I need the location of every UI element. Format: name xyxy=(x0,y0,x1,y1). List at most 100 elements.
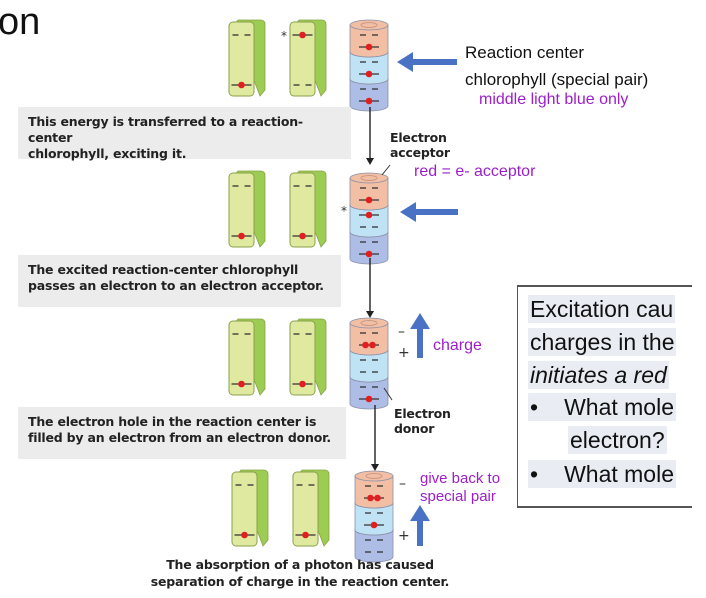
electron-acceptor-disc-top xyxy=(354,470,394,482)
slide-text-box: Excitation cau charges in the initiates … xyxy=(517,285,706,507)
cylinder-top-hole xyxy=(360,22,378,28)
electron-dot xyxy=(367,494,374,502)
antenna-chlorophyll xyxy=(231,471,258,547)
red-acceptor-annotation: red = e- acceptor xyxy=(414,163,536,180)
blue-arrow-up-icon xyxy=(410,505,430,521)
electron-dot xyxy=(369,341,376,349)
caption-step-4: The absorption of a photon has caused se… xyxy=(140,556,460,590)
step-arrow-head xyxy=(371,464,379,471)
blue-arrow-shaft xyxy=(411,59,457,65)
blue-arrow-shaft xyxy=(417,519,423,546)
bullet-icon: • xyxy=(530,394,539,420)
minus-sign: – xyxy=(398,324,405,340)
step-arrow-head xyxy=(366,158,374,165)
label-line: donor xyxy=(394,421,435,436)
caption-line: The electron hole in the reaction center… xyxy=(28,414,317,429)
bullet-icon: • xyxy=(530,461,539,487)
cylinder-top-hole xyxy=(360,320,378,326)
antenna-chlorophyll xyxy=(289,320,316,396)
electron-dot xyxy=(299,380,306,388)
electron-dot xyxy=(241,531,248,539)
charge-annotation: charge xyxy=(433,337,482,354)
caption-step-3: The electron hole in the reaction center… xyxy=(18,407,346,459)
give-back-annotation-line1: give back to xyxy=(420,470,501,487)
electron-acceptor-disc-top xyxy=(349,19,389,31)
caption-line: separation of charge in the reaction cen… xyxy=(150,574,450,589)
caption-line: This energy is transferred to a reaction… xyxy=(28,114,303,145)
blue-arrow-shaft xyxy=(417,327,423,358)
blue-arrow-up-icon xyxy=(410,313,430,329)
caption-line: The absorption of a photon has caused xyxy=(166,557,434,572)
caption-line: filled by an electron from an electron d… xyxy=(28,430,331,445)
blue-arrow-left-icon xyxy=(397,52,413,72)
antenna-chlorophyll xyxy=(289,172,316,248)
plus-sign: + xyxy=(398,528,410,544)
caption-step-2: The excited reaction-center chlorophyll … xyxy=(18,255,341,307)
text-box-bullet-1-continuation: electron? xyxy=(568,426,667,454)
electron-dot xyxy=(365,250,373,258)
antenna-chlorophyll xyxy=(289,21,316,97)
caption-line: passes an electron to an electron accept… xyxy=(28,278,324,293)
text-box-line-2: charges in the xyxy=(528,328,677,356)
text-box-top-border xyxy=(517,285,692,287)
special-pair-disc xyxy=(349,349,389,383)
bullet-text: What mole xyxy=(564,394,674,420)
bullet-text: What mole xyxy=(564,461,674,487)
electron-acceptor-disc-top xyxy=(349,172,389,184)
antenna-chlorophyll xyxy=(228,172,255,248)
electron-donor-disc xyxy=(354,529,394,563)
electron-dot xyxy=(238,81,245,89)
electron-dot xyxy=(302,531,309,539)
acceptor-pointer-line xyxy=(381,164,391,176)
electron-donor-disc xyxy=(349,376,389,410)
label-line: acceptor xyxy=(390,145,450,160)
electron-dot xyxy=(299,232,306,240)
plus-sign: + xyxy=(398,345,410,361)
special-pair-disc xyxy=(349,51,389,85)
electron-dot xyxy=(365,97,373,105)
electron-acceptor-disc xyxy=(349,24,389,58)
electron-acceptor-disc xyxy=(349,322,389,356)
electron-dot xyxy=(238,232,245,240)
reaction-center-annotation-line1: Reaction center xyxy=(465,43,585,62)
cylinder-top-hole xyxy=(365,473,383,479)
special-pair-disc xyxy=(354,502,394,536)
special-pair-disc xyxy=(349,204,389,238)
cylinder-top-hole xyxy=(360,175,378,181)
slide-title-fragment: on xyxy=(0,1,41,43)
label-line: Electron xyxy=(394,406,451,421)
electron-acceptor-disc-top xyxy=(349,317,389,329)
text-box-line-1: Excitation cau xyxy=(528,295,676,323)
text-box-line-3: initiates a red xyxy=(528,361,669,389)
reaction-center-annotation-line2: chlorophyll (special pair) xyxy=(465,70,649,89)
label-line: Electron xyxy=(390,130,447,145)
electron-dot xyxy=(374,494,381,502)
blue-arrow-left-icon xyxy=(400,202,416,222)
electron-dot xyxy=(365,196,373,204)
electron-donor-disc xyxy=(349,231,389,265)
step-arrow-head xyxy=(366,311,374,318)
caption-step-1: This energy is transferred to a reaction… xyxy=(18,107,351,161)
caption-line: The excited reaction-center chlorophyll xyxy=(28,262,299,277)
electron-acceptor-disc xyxy=(349,177,389,211)
electron-dot xyxy=(299,31,306,39)
text-box-bullet-2: • What mole xyxy=(528,460,676,488)
give-back-annotation-line2: special pair xyxy=(420,488,496,505)
electron-dot xyxy=(362,341,369,349)
blue-arrow-shaft xyxy=(414,209,458,215)
antenna-chlorophyll xyxy=(292,471,319,547)
electron-acceptor-label: Electron acceptor xyxy=(390,130,450,160)
excited-marker: * xyxy=(281,29,287,43)
electron-donor-label: Electron donor xyxy=(394,406,451,436)
excited-marker: * xyxy=(341,204,347,218)
electron-dot xyxy=(238,380,245,388)
clip-mask xyxy=(692,284,706,510)
electron-dot xyxy=(365,211,373,219)
text-box-bullet-1: • What mole xyxy=(528,393,676,421)
middle-light-blue-annotation: middle light blue only xyxy=(479,91,629,108)
caption-line: chlorophyll, exciting it. xyxy=(28,146,187,161)
donor-pointer-line xyxy=(383,387,393,401)
electron-dot xyxy=(365,70,373,78)
electron-dot xyxy=(370,521,378,529)
